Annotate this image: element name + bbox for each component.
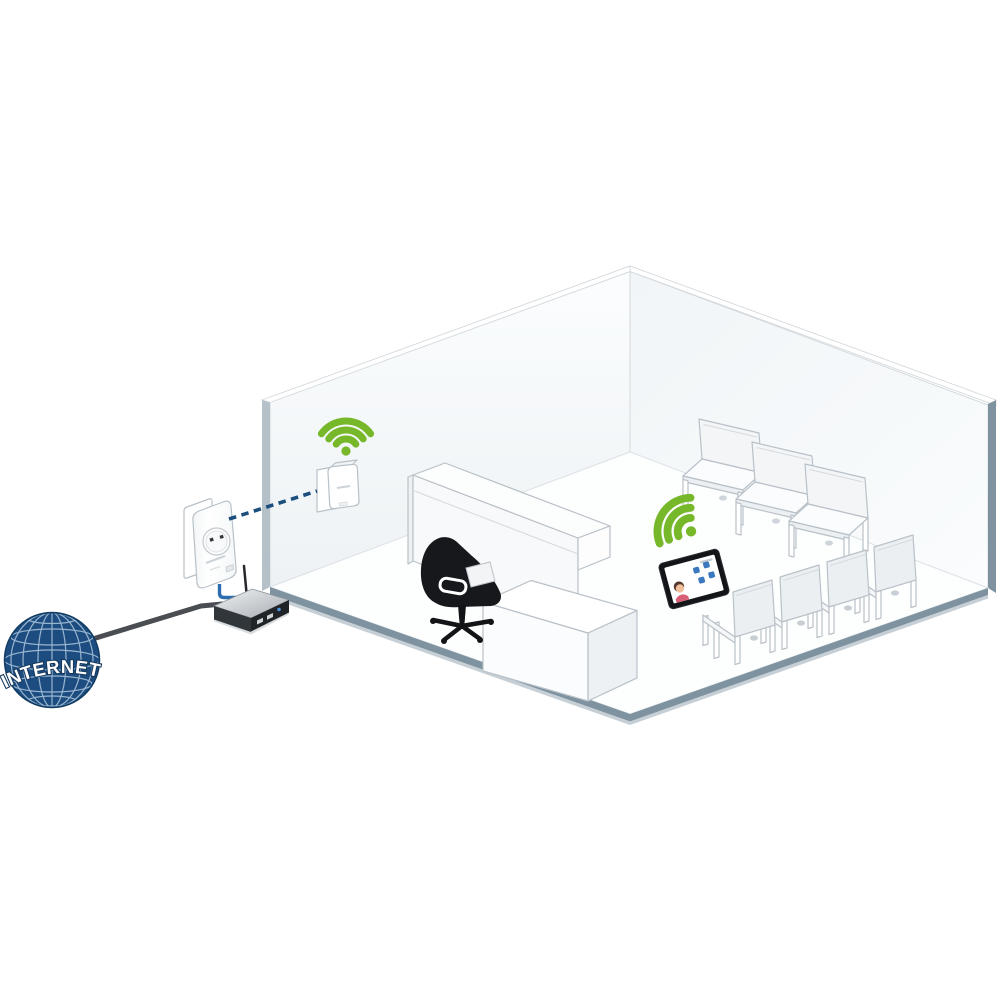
office-chair-armrest — [438, 576, 468, 596]
globe-grid — [5, 613, 99, 707]
tablet-status-bar — [699, 558, 713, 564]
caller-body — [675, 594, 690, 603]
tablet — [658, 548, 730, 610]
internet-cable — [83, 601, 225, 644]
floor-edge-left-light — [270, 594, 630, 725]
caller-face — [675, 584, 685, 593]
desk-cabinet — [482, 579, 638, 702]
right-wall-side-edge — [988, 400, 996, 593]
floor-edge-right — [630, 588, 988, 722]
office-chair-armrest-far — [465, 561, 496, 588]
floor-edge-right-light — [630, 595, 988, 725]
powerline-wifi-extender — [316, 459, 360, 513]
internet-globe: INTERNET — [0, 611, 103, 709]
router-front — [214, 606, 251, 632]
adapter-button — [225, 563, 234, 573]
wifi-router — [212, 564, 291, 635]
office-chair-casters — [430, 609, 494, 644]
router-ports — [257, 607, 281, 625]
lan-cable — [217, 584, 240, 600]
powerline-link — [228, 489, 318, 521]
left-wall-side-edge — [262, 400, 270, 591]
office-chair-base — [430, 609, 494, 643]
tablet-app-icons — [692, 561, 716, 584]
powerline-adapter — [183, 498, 237, 589]
office-chair — [420, 537, 501, 644]
